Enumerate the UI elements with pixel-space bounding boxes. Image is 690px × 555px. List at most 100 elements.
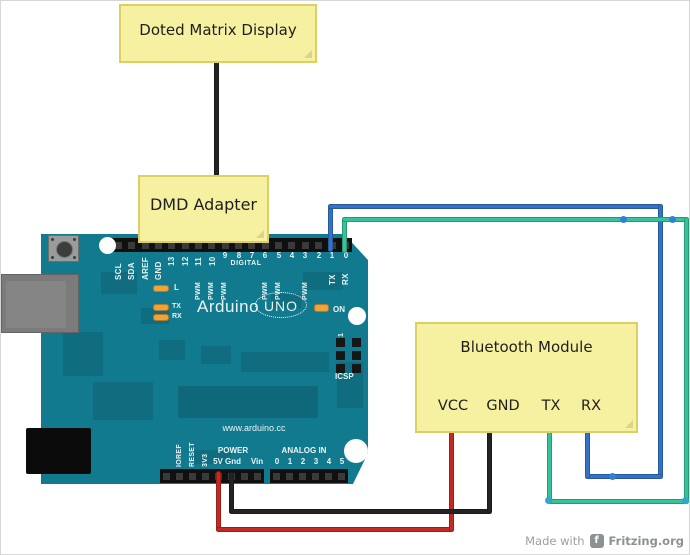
pwm-label: PWM <box>221 281 228 300</box>
wire-display-adapter <box>214 56 219 181</box>
made-with-text: Made with <box>525 534 585 548</box>
board-component <box>63 332 103 376</box>
wire-bendpoint <box>620 216 627 223</box>
pin-label-8: 8 <box>236 251 242 260</box>
pin-hole <box>235 241 243 249</box>
board-component <box>241 352 329 372</box>
pin-hole <box>208 241 216 249</box>
pin-label-scl: SCL <box>114 263 123 280</box>
wire-bendpoint <box>682 497 689 504</box>
pin-label-5v: 5V <box>213 457 223 466</box>
pin-hole <box>301 241 309 249</box>
pin-hole <box>248 241 256 249</box>
led-tx <box>153 304 169 311</box>
fritzing-credit: Made with f Fritzing.org <box>525 534 684 548</box>
wire-black-segment <box>229 509 492 514</box>
analog-pin-0: 0 <box>274 457 280 466</box>
wire-blue-segment <box>658 204 663 479</box>
pwm-label: PWM <box>262 281 269 300</box>
mounting-hole <box>348 307 366 325</box>
wire-red-segment <box>449 431 454 532</box>
pin-hole <box>241 472 248 480</box>
pin-label-6: 6 <box>262 251 268 260</box>
led-l <box>153 285 169 292</box>
pin-hole <box>189 472 196 480</box>
wire-green-segment <box>684 217 689 504</box>
board-component <box>159 340 185 360</box>
pin-hole <box>312 472 319 480</box>
pin-hole <box>195 241 203 249</box>
pin-hole <box>261 241 269 249</box>
pin-hole <box>315 241 323 249</box>
pwm-label: PWM <box>195 281 202 300</box>
pin-label-2: 2 <box>316 251 322 260</box>
wire-green-segment <box>547 499 689 504</box>
pin-label-aref: AREF <box>141 257 150 280</box>
bluetooth-pin-vcc: VCC <box>437 398 469 414</box>
note-dot-matrix-display-label: Doted Matrix Display <box>139 21 297 39</box>
note-resize-grip <box>256 230 264 238</box>
pin-label-1: 1 <box>329 251 335 260</box>
mounting-hole <box>344 439 368 463</box>
board-component <box>101 272 137 294</box>
usb-connector <box>1 274 79 333</box>
pin-label-13: 13 <box>167 256 176 267</box>
pwm-label: PWM <box>275 281 282 300</box>
icsp-pin <box>352 364 361 373</box>
note-dmd-adapter-label: DMD Adapter <box>149 195 257 214</box>
pin-label-11: 11 <box>194 256 203 266</box>
wire-bendpoint <box>545 497 552 504</box>
wire-green-segment <box>342 217 347 253</box>
analog-pin-5: 5 <box>339 457 345 466</box>
icsp-pin <box>336 364 345 373</box>
led-on <box>314 304 329 312</box>
icsp-pin <box>336 351 345 360</box>
icsp-pin <box>336 338 345 347</box>
analog-pin-4: 4 <box>326 457 332 466</box>
note-resize-grip <box>625 420 633 428</box>
analog-pin-2: 2 <box>300 457 306 466</box>
icsp-label: ICSP <box>335 372 354 381</box>
bluetooth-pin-tx: TX <box>541 398 561 414</box>
note-bluetooth-module: Bluetooth Module VCC GND TX RX <box>415 322 638 433</box>
analog-header <box>270 469 348 483</box>
note-resize-grip <box>304 50 312 58</box>
wire-blue-segment <box>328 204 663 209</box>
wire-black-segment <box>487 431 492 514</box>
board-component <box>93 382 153 420</box>
pin-hole <box>163 472 170 480</box>
led-rx-label: RX <box>172 313 182 320</box>
pwm-label: PWM <box>208 281 215 300</box>
board-url: www.arduino.cc <box>222 423 286 433</box>
pin-hole <box>299 472 306 480</box>
pin-label-reset: RESET <box>189 442 196 467</box>
note-bluetooth-module-label: Bluetooth Module <box>460 338 593 356</box>
power-label: POWER <box>217 446 249 455</box>
pin-hole <box>168 241 176 249</box>
pin-hole <box>325 472 332 480</box>
pin-label-3v3: 3V3 <box>202 453 209 467</box>
pin-hole <box>288 241 296 249</box>
note-dmd-adapter: DMD Adapter <box>138 175 269 243</box>
pin-hole <box>181 241 189 249</box>
wire-bendpoint <box>669 216 676 223</box>
icsp-pin1-label: 1 <box>338 332 345 337</box>
pin-label-gnd: GND <box>154 261 163 280</box>
wire-red-segment <box>216 471 221 532</box>
pin-hole <box>202 472 209 480</box>
led-tx-label: TX <box>172 303 181 310</box>
pin-label-0: 0 <box>343 251 349 260</box>
board-brand: Arduino <box>197 297 260 316</box>
bluetooth-pin-gnd: GND <box>486 398 520 414</box>
wire-black-segment <box>229 472 234 514</box>
pin-hole <box>128 241 136 249</box>
icsp-pin <box>352 338 361 347</box>
pin-hole <box>254 472 261 480</box>
pin-label-4: 4 <box>289 251 295 260</box>
reset-button-cap <box>56 241 73 258</box>
pin-label-7: 7 <box>249 251 255 260</box>
analog-pin-1: 1 <box>287 457 293 466</box>
mounting-hole <box>99 237 116 254</box>
icsp-pin <box>352 351 361 360</box>
pin-label-sda: SDA <box>127 262 136 280</box>
